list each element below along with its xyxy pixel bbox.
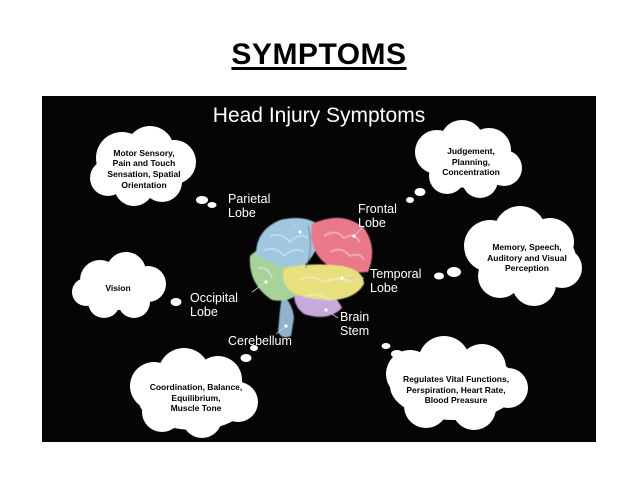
frontal-symptoms-text: Judgement, Planning, Concentration: [442, 146, 500, 178]
pointer-lines: [251, 223, 365, 335]
temporal-lobe-label: Temporal Lobe: [370, 267, 422, 296]
diagram-title: Head Injury Symptoms: [212, 104, 426, 127]
brain-stem-label: Brain Stem: [340, 310, 370, 339]
brainstem-thought-cloud: [381, 336, 528, 430]
brain-illustration: [249, 217, 373, 338]
parietal-thought-cloud: [90, 126, 217, 208]
temporal-symptoms-text: Memory, Speech, Auditory and Visual Perc…: [487, 242, 567, 274]
brainstem-symptoms-text: Regulates Vital Functions, Perspiration,…: [402, 374, 510, 406]
cerebellum-label: Cerebellum: [228, 334, 292, 348]
frontal-lobe-label: Frontal Lobe: [358, 202, 397, 231]
frontal-thought-cloud: [406, 120, 522, 203]
temporal-thought-cloud: [434, 206, 582, 306]
parietal-symptoms-text: Motor Sensory, Pain and Touch Sensation,…: [107, 147, 181, 190]
occipital-lobe-label: Occipital Lobe: [190, 291, 238, 320]
cerebellum-thought-cloud: [130, 345, 258, 438]
occipital-thought-cloud: [72, 252, 182, 318]
diagram-graphics: [72, 120, 582, 438]
diagram-panel: Head Injury Symptoms: [42, 96, 596, 442]
occipital-symptoms-text: Vision: [105, 282, 131, 293]
cerebellum-symptoms-text: Coordination, Balance, Equilibrium, Musc…: [149, 382, 243, 414]
slide-title: SYMPTOMS: [231, 38, 407, 71]
parietal-lobe-label: Parietal Lobe: [228, 192, 271, 221]
